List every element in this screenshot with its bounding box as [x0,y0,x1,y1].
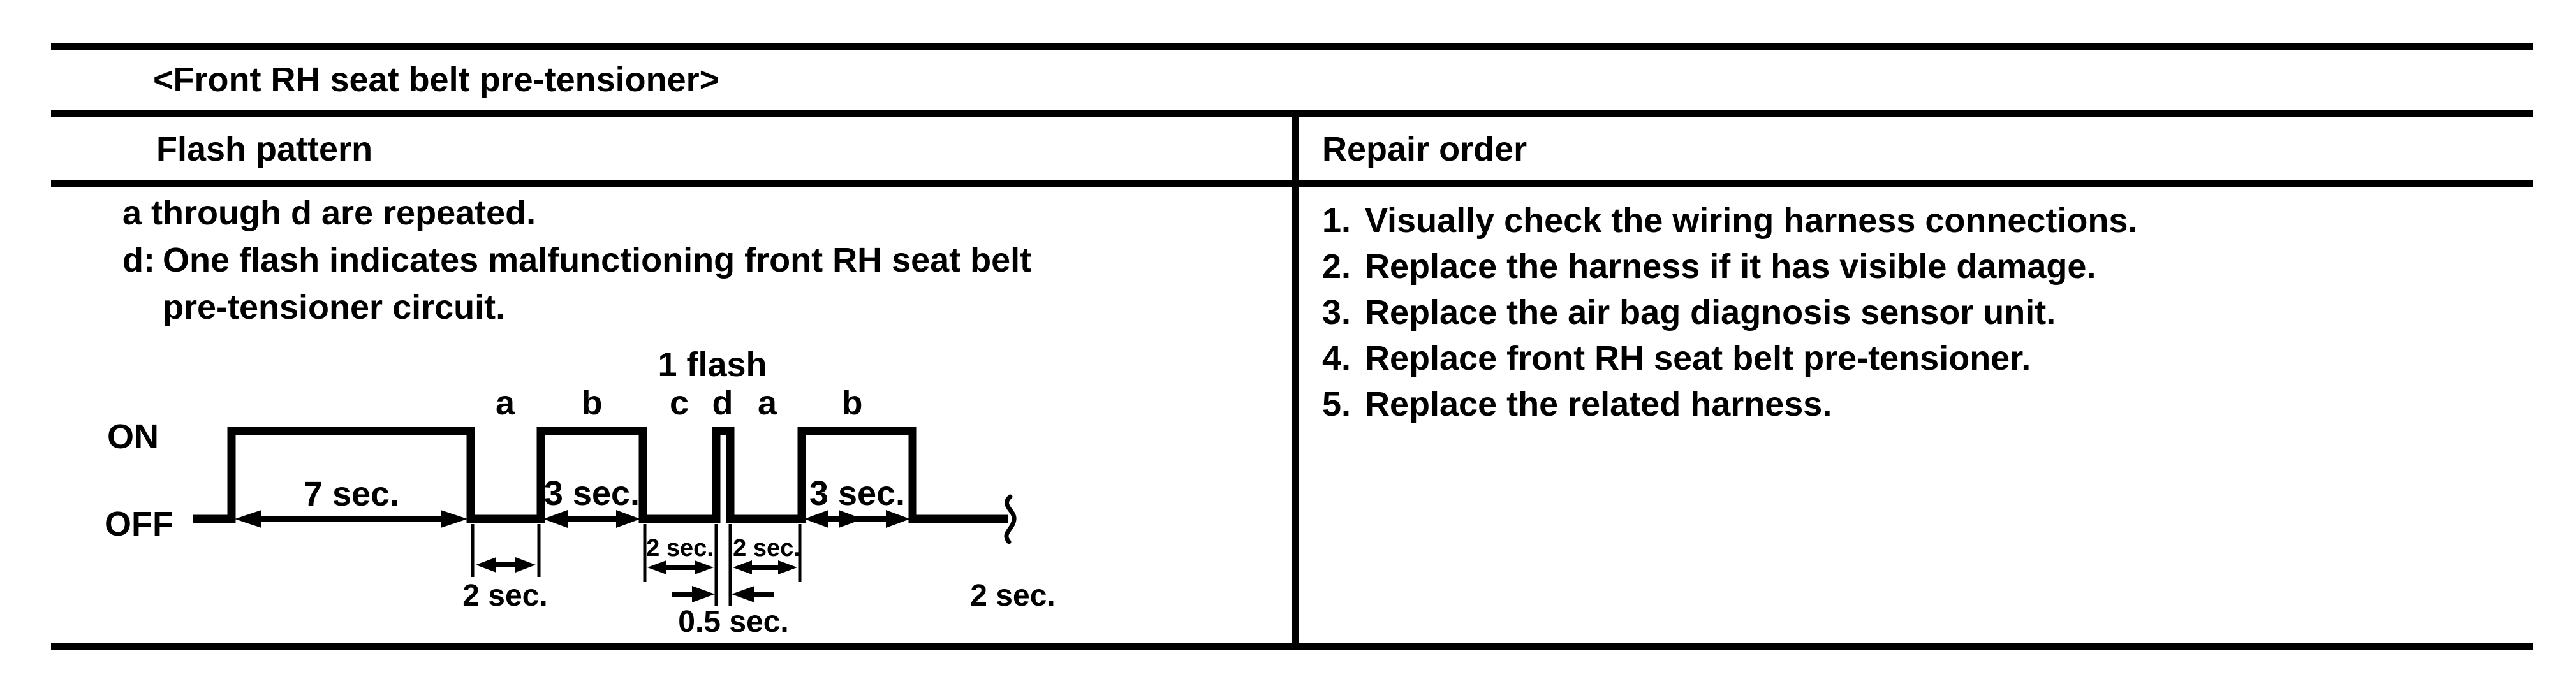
item-number: 4. [1322,339,1351,377]
duration-gap2: 2 sec. [646,535,714,562]
item-text: Replace front RH seat belt pre-tensioner… [1365,339,2031,377]
sequence-letter-b2: b [842,384,863,422]
waveform-trace [193,427,1008,523]
sequence-letter-d: d [712,384,733,422]
waveform-break-squiggle [1004,494,1017,544]
item-number: 5. [1322,385,1351,423]
note-line2: pre-tensioner circuit. [163,288,506,326]
off-label: OFF [105,505,173,543]
table-column-divider [1292,110,1299,650]
table-top-border [51,43,2533,50]
one-flash-label: 1 flash [658,346,767,384]
repair-order-item: 2. Replace the harness if it has visible… [1322,244,2137,289]
item-number: 3. [1322,293,1351,332]
duration-pulse3: 3 sec. [809,474,905,513]
repair-order-item: 4. Replace front RH seat belt pre-tensio… [1322,335,2137,381]
repair-order-item: 5. Replace the related harness. [1322,381,2137,427]
note-line1: One flash indicates malfunctioning front… [163,241,1032,279]
dimension-3sec-1: 3 sec. [543,474,640,528]
item-number: 1. [1322,201,1351,240]
table-title: <Front RH seat belt pre-tensioner> [153,61,720,99]
dimension-05sec: 0.5 sec. [672,524,789,639]
item-text: Replace the harness if it has visible da… [1365,247,2096,286]
duration-pulse1: 7 sec. [304,475,399,513]
dimension-7sec: 7 sec. [235,475,467,528]
item-text: Replace the related harness. [1365,385,1832,423]
repair-order-list: 1. Visually check the wiring harness con… [1322,198,2137,427]
repair-order-item: 3. Replace the air bag diagnosis sensor … [1322,289,2137,335]
duration-tail: 2 sec. [970,579,1055,613]
column-header-flash-pattern: Flash pattern [156,130,373,168]
dimension-2sec-gap3: 2 sec. [733,524,802,582]
column-header-repair-order: Repair order [1322,130,1527,168]
duration-pulse2: 3 sec. [544,474,640,513]
duration-pulse-d: 0.5 sec. [678,605,788,639]
dimension-2sec-gap1: 2 sec. [462,524,548,613]
sequence-letter-a2: a [758,384,777,422]
on-label: ON [107,418,159,456]
flash-pattern-intro: a through d are repeated. [122,194,536,232]
flash-pattern-note: d: One flash indicates malfunctioning fr… [122,237,1031,284]
sequence-letter-c: c [670,384,689,422]
repair-order-item: 1. Visually check the wiring harness con… [1322,198,2137,244]
dimension-2sec-gap2: 2 sec. [643,524,714,582]
sequence-letter-b1: b [582,384,603,422]
item-text: Visually check the wiring harness connec… [1365,201,2138,240]
flash-pattern-note-wrap: pre-tensioner circuit. [122,284,1031,331]
flash-pattern-description: a through d are repeated. d: One flash i… [122,189,1031,331]
flash-pattern-diagram: ON OFF 1 flash a b c d a b 7 sec. 2 sec.… [105,346,1056,639]
item-text: Replace the air bag diagnosis sensor uni… [1365,293,2056,332]
item-number: 2. [1322,247,1351,286]
sequence-letter-a1: a [496,384,515,422]
dimension-3sec-2: 3 sec. [804,474,910,528]
duration-gap3: 2 sec. [733,535,800,562]
note-label: d: [122,241,155,279]
duration-gap1: 2 sec. [462,579,547,613]
